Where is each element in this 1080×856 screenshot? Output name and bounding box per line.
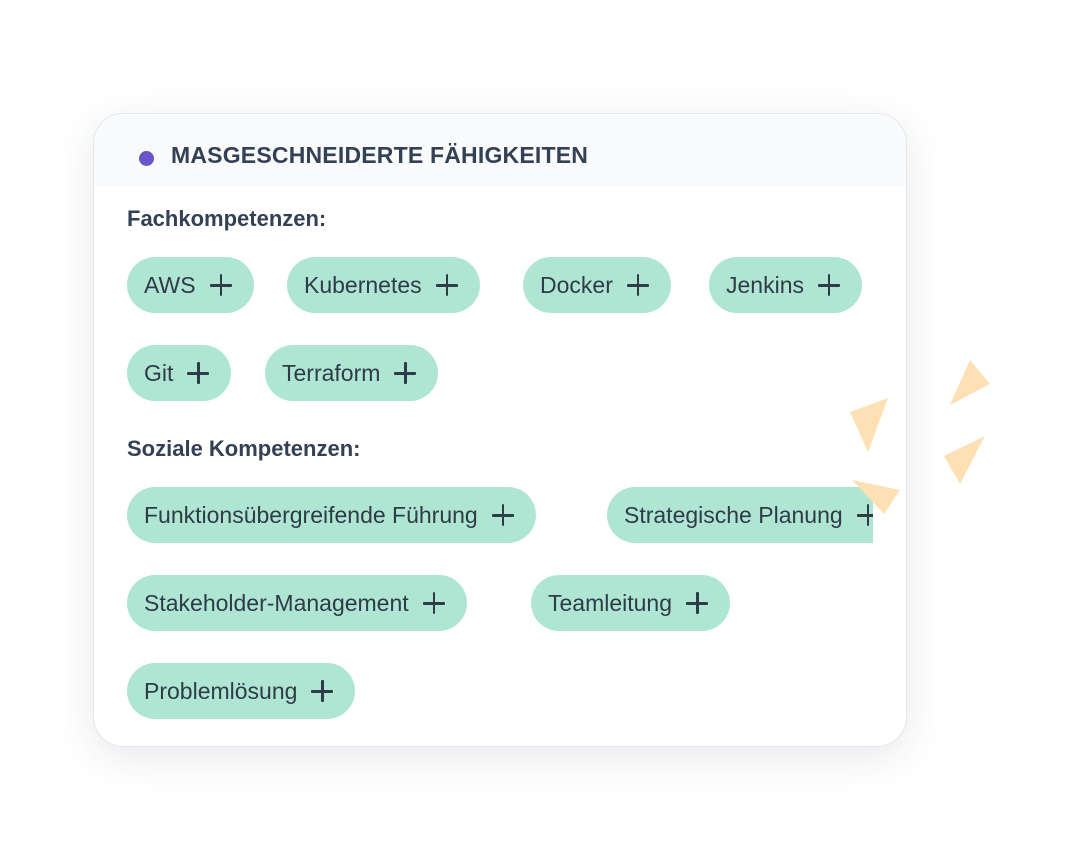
skill-chip-cross-functional-leadership[interactable]: Funktionsübergreifende Führung [127, 487, 536, 543]
plus-icon [435, 274, 458, 296]
section-label-technical: Fachkompetenzen: [127, 206, 327, 231]
section-label-social: Soziale Kompetenzen: [127, 436, 361, 461]
plus-icon [686, 592, 709, 614]
tailored-skills-card: MASGESCHNEIDERTE FÄHIGKEITEN Fachkompete… [93, 113, 907, 747]
skill-chip-label: Teamleitung [548, 589, 673, 616]
skill-chip-label: Strategische Planung [624, 501, 843, 528]
skill-chip-kubernetes[interactable]: Kubernetes [287, 257, 480, 313]
skill-chip-jenkins[interactable]: Jenkins [709, 257, 862, 313]
card-title: MASGESCHNEIDERTE FÄHIGKEITEN [171, 142, 589, 168]
skill-chip-label: Funktionsübergreifende Führung [144, 501, 478, 528]
plus-icon [394, 362, 417, 384]
skill-chip-label: Docker [540, 271, 613, 298]
plus-icon [817, 274, 840, 296]
skill-chip-label: Kubernetes [304, 271, 422, 298]
plus-icon [422, 592, 445, 614]
skill-chip-stakeholder-management[interactable]: Stakeholder-Management [127, 575, 467, 631]
skill-chip-label: AWS [144, 271, 196, 298]
plus-icon [491, 504, 514, 526]
dot-icon [139, 151, 154, 166]
skill-chip-strategic-planning[interactable]: Strategische Planung [607, 487, 873, 543]
plus-icon [856, 504, 873, 526]
plus-icon [311, 680, 334, 702]
skill-chip-label: Git [144, 359, 174, 386]
skill-chip-aws[interactable]: AWS [127, 257, 254, 313]
plus-icon [626, 274, 649, 296]
skill-chip-label: Jenkins [726, 271, 804, 298]
skill-chip-team-leadership[interactable]: Teamleitung [531, 575, 731, 631]
confetti-piece [950, 360, 990, 405]
plus-icon [209, 274, 232, 296]
skill-chip-docker[interactable]: Docker [523, 257, 671, 313]
skill-chip-label: Stakeholder-Management [144, 589, 409, 616]
skill-chip-label: Problemlösung [144, 677, 298, 704]
confetti-piece [944, 436, 985, 484]
skill-chip-problem-solving[interactable]: Problemlösung [127, 663, 356, 719]
skill-chip-label: Terraform [282, 359, 381, 386]
plus-icon [187, 362, 210, 384]
card-header: MASGESCHNEIDERTE FÄHIGKEITEN [94, 114, 906, 186]
skill-chip-terraform[interactable]: Terraform [265, 345, 439, 401]
skill-chip-git[interactable]: Git [127, 345, 232, 401]
